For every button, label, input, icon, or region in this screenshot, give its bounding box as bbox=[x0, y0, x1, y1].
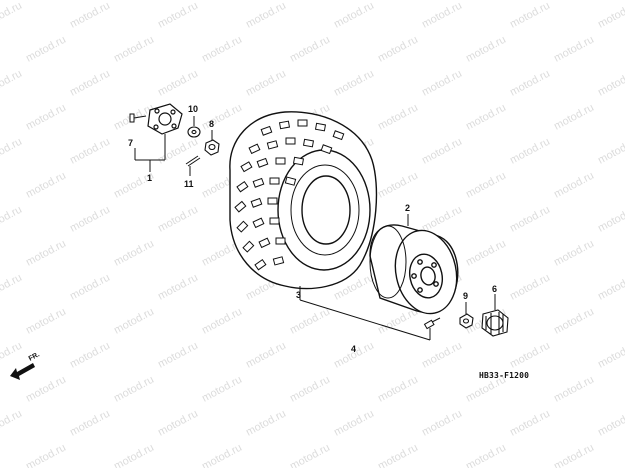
washer bbox=[187, 126, 201, 138]
cotter-pin bbox=[185, 155, 201, 167]
callout-7: 7 bbox=[128, 138, 133, 148]
callout-9: 9 bbox=[463, 291, 468, 301]
atv-tire bbox=[229, 111, 378, 290]
tire-tread bbox=[234, 119, 345, 271]
wheel-nut-small bbox=[459, 313, 474, 329]
callout-4: 4 bbox=[351, 344, 356, 354]
callout-1: 1 bbox=[147, 173, 152, 183]
wheel-rim bbox=[369, 224, 459, 315]
diagram-code: HB33-F1200 bbox=[479, 371, 530, 380]
callout-8: 8 bbox=[209, 119, 214, 129]
hub-bolt bbox=[129, 113, 147, 123]
valve-stem bbox=[423, 317, 441, 330]
callout-2: 2 bbox=[405, 203, 410, 213]
callout-3: 3 bbox=[296, 290, 301, 300]
castle-nut bbox=[204, 139, 220, 156]
hub-plate bbox=[147, 103, 183, 135]
callout-6: 6 bbox=[492, 284, 497, 294]
callout-10: 10 bbox=[188, 104, 198, 114]
callout-11: 11 bbox=[184, 179, 194, 189]
front-arrow-icon: FR. bbox=[10, 351, 41, 380]
front-label: FR. bbox=[28, 351, 41, 363]
leader-lines bbox=[134, 116, 496, 341]
wheel-cap-nut bbox=[481, 309, 509, 337]
